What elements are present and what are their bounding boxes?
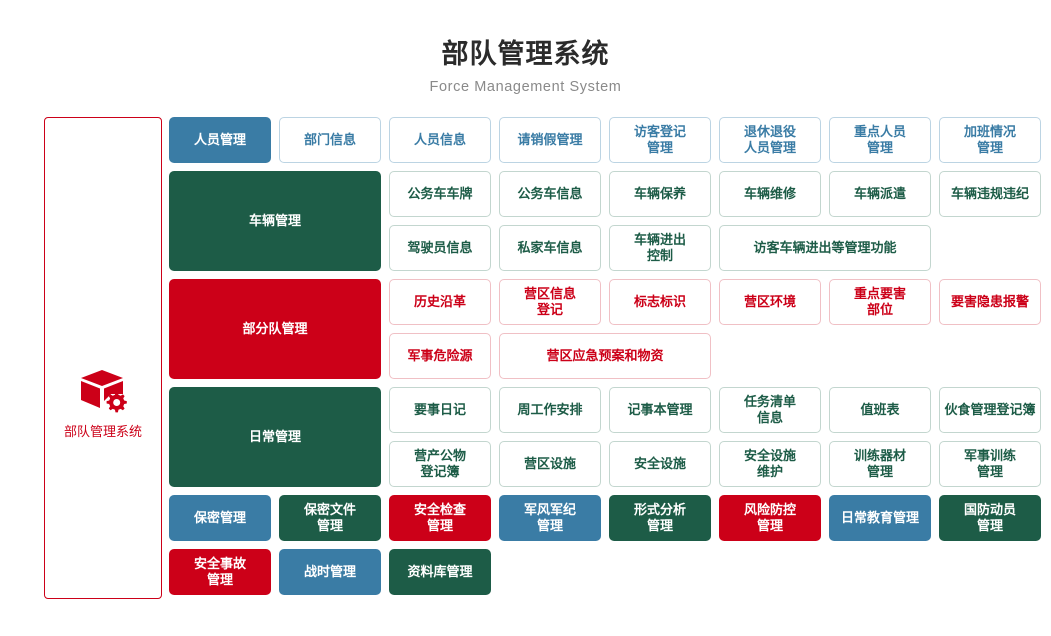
module-私家车信息[interactable]: 私家车信息 — [499, 224, 601, 271]
module-值班表[interactable]: 值班表 — [829, 386, 931, 433]
module-周工作安排[interactable]: 周工作安排 — [499, 386, 601, 433]
module-要害隐患报警[interactable]: 要害隐患报警 — [939, 278, 1041, 325]
module-访客车辆进出等管理功能[interactable]: 访客车辆进出等管理功能 — [719, 224, 931, 271]
module-军风军纪管理[interactable]: 军风军纪 管理 — [499, 494, 601, 541]
module-加班情况管理[interactable]: 加班情况 管理 — [939, 116, 1041, 163]
module-退休退役人员管理[interactable]: 退休退役 人员管理 — [719, 116, 821, 163]
module-营产公物登记簿[interactable]: 营产公物 登记簿 — [389, 440, 491, 487]
module-车辆违规违纪[interactable]: 车辆违规违纪 — [939, 170, 1041, 217]
module-row: 部分队管理历史沿革营区信息 登记标志标识营区环境重点要害 部位要害隐患报警军事危… — [169, 278, 1041, 379]
module-安全设施[interactable]: 安全设施 — [609, 440, 711, 487]
module-营区信息登记[interactable]: 营区信息 登记 — [499, 278, 601, 325]
module-公务车车牌[interactable]: 公务车车牌 — [389, 170, 491, 217]
category-日常管理[interactable]: 日常管理 — [169, 386, 381, 487]
module-军事危险源[interactable]: 军事危险源 — [389, 332, 491, 379]
module-row: 车辆管理公务车车牌公务车信息车辆保养车辆维修车辆派遣车辆违规违纪驾驶员信息私家车… — [169, 170, 1041, 271]
box-gear-icon — [80, 369, 127, 413]
module-驾驶员信息[interactable]: 驾驶员信息 — [389, 224, 491, 271]
page-subtitle: Force Management System — [429, 78, 622, 95]
module-部门信息[interactable]: 部门信息 — [279, 116, 381, 163]
module-车辆派遣[interactable]: 车辆派遣 — [829, 170, 931, 217]
sidebar-brand: 部队管理系统 — [64, 368, 142, 440]
module-伙食管理登记簿[interactable]: 伙食管理登记簿 — [939, 386, 1041, 433]
module-形式分析管理[interactable]: 形式分析 管理 — [609, 494, 711, 541]
module-车辆保养[interactable]: 车辆保养 — [609, 170, 711, 217]
sidebar-panel[interactable]: 部队管理系统 — [44, 116, 162, 599]
module-历史沿革[interactable]: 历史沿革 — [389, 278, 491, 325]
module-军事训练管理[interactable]: 军事训练 管理 — [939, 440, 1041, 487]
module-row: 日常管理要事日记周工作安排记事本管理任务清单 信息值班表伙食管理登记簿营产公物 … — [169, 386, 1041, 487]
module-要事日记[interactable]: 要事日记 — [389, 386, 491, 433]
module-row: 人员管理部门信息人员信息请销假管理访客登记 管理退休退役 人员管理重点人员 管理… — [169, 116, 1041, 163]
module-战时管理[interactable]: 战时管理 — [279, 548, 381, 595]
module-国防动员管理[interactable]: 国防动员 管理 — [939, 494, 1041, 541]
module-重点要害部位[interactable]: 重点要害 部位 — [829, 278, 931, 325]
module-任务清单信息[interactable]: 任务清单 信息 — [719, 386, 821, 433]
module-请销假管理[interactable]: 请销假管理 — [499, 116, 601, 163]
module-资料库管理[interactable]: 资料库管理 — [389, 548, 491, 595]
module-车辆进出控制[interactable]: 车辆进出 控制 — [609, 224, 711, 271]
category-安全事故管理[interactable]: 安全事故 管理 — [169, 548, 271, 595]
module-grid: 人员管理部门信息人员信息请销假管理访客登记 管理退休退役 人员管理重点人员 管理… — [169, 116, 1041, 595]
module-车辆维修[interactable]: 车辆维修 — [719, 170, 821, 217]
category-部分队管理[interactable]: 部分队管理 — [169, 278, 381, 379]
module-标志标识[interactable]: 标志标识 — [609, 278, 711, 325]
module-保密文件管理[interactable]: 保密文件 管理 — [279, 494, 381, 541]
category-车辆管理[interactable]: 车辆管理 — [169, 170, 381, 271]
module-访客登记管理[interactable]: 访客登记 管理 — [609, 116, 711, 163]
module-重点人员管理[interactable]: 重点人员 管理 — [829, 116, 931, 163]
module-日常教育管理[interactable]: 日常教育管理 — [829, 494, 931, 541]
module-row: 保密管理保密文件 管理安全检查 管理军风军纪 管理形式分析 管理风险防控 管理日… — [169, 494, 1041, 541]
module-记事本管理[interactable]: 记事本管理 — [609, 386, 711, 433]
module-公务车信息[interactable]: 公务车信息 — [499, 170, 601, 217]
module-营区环境[interactable]: 营区环境 — [719, 278, 821, 325]
module-营区设施[interactable]: 营区设施 — [499, 440, 601, 487]
category-人员管理[interactable]: 人员管理 — [169, 116, 271, 163]
module-营区应急预案和物资[interactable]: 营区应急预案和物资 — [499, 332, 711, 379]
module-安全检查管理[interactable]: 安全检查 管理 — [389, 494, 491, 541]
sidebar-brand-label: 部队管理系统 — [63, 423, 142, 439]
page-title: 部队管理系统 — [441, 39, 610, 69]
module-训练器材管理[interactable]: 训练器材 管理 — [829, 440, 931, 487]
module-人员信息[interactable]: 人员信息 — [389, 116, 491, 163]
module-风险防控管理[interactable]: 风险防控 管理 — [719, 494, 821, 541]
module-row: 安全事故 管理战时管理资料库管理 — [169, 548, 1041, 595]
module-安全设施维护[interactable]: 安全设施 维护 — [719, 440, 821, 487]
content-area: 部队管理系统 人员管理部门信息人员信息请销假管理访客登记 管理退休退役 人员管理… — [0, 116, 1051, 599]
page-header: 部队管理系统 Force Management System — [0, 0, 1051, 95]
category-保密管理[interactable]: 保密管理 — [169, 494, 271, 541]
